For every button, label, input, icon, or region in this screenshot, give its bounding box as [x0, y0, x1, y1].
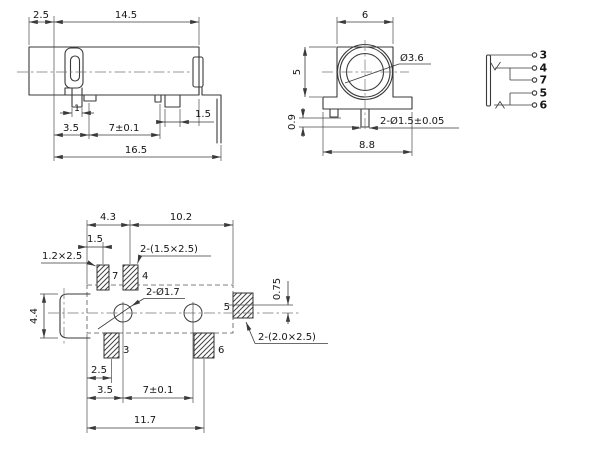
dim-label-2-5: 2.5	[91, 365, 107, 376]
pad-number-5: 5	[224, 302, 230, 313]
plug-slot-inner	[69, 55, 81, 82]
terminal-circle	[531, 77, 538, 83]
footprint-extension-lines	[40, 220, 293, 433]
pin-b-hook	[154, 94, 162, 103]
front-view: 6 5 0.9 2-Ø1.5±0.05 8.8 Ø3.6	[287, 10, 459, 156]
bracket-leg	[198, 86, 222, 144]
dim-label-16-5: 16.5	[125, 145, 147, 156]
pad-3	[103, 332, 120, 359]
pin-label-6: 6	[540, 99, 548, 112]
body-notch	[64, 87, 73, 96]
pin-a-bracket	[83, 94, 97, 102]
switch-contact-icon	[490, 61, 501, 71]
footprint-callouts: 1.2×2.5 2-(1.5×2.5) 2-Ø1.7 2-(2.0×2.5) 7…	[41, 244, 328, 356]
dim-label-11-7: 11.7	[134, 415, 156, 426]
dim-label-pins: 2-Ø1.5±0.05	[380, 115, 444, 127]
dim-label-4-3: 4.3	[100, 212, 116, 223]
plug-slot-outer	[64, 47, 84, 89]
dim-label-3-5: 3.5	[63, 123, 79, 134]
dim-label-5: 5	[292, 69, 303, 75]
pad-6	[193, 332, 215, 359]
dim-label-6: 6	[362, 10, 368, 21]
pin-label-3: 3	[540, 49, 548, 62]
side-dimensions: 2.5 14.5 1 3.5 7±0.1 1.5 16.5	[28, 10, 221, 160]
dim-label-7-01: 7±0.1	[143, 385, 174, 396]
schematic-terminals: 3 4 7 5 6	[531, 49, 548, 112]
pad-4	[122, 264, 139, 291]
dim-label-10-2: 10.2	[170, 212, 192, 223]
barrel-outline	[59, 293, 91, 339]
terminal-circle	[531, 102, 538, 108]
pin-label-5: 5	[540, 87, 548, 100]
pad-number-3: 3	[123, 345, 129, 356]
pad-5	[232, 292, 254, 319]
side-view: 2.5 14.5 1 3.5 7±0.1 1.5 16.5	[17, 10, 222, 161]
dim-label-1: 1	[74, 104, 80, 114]
dim-label-1-5: 1.5	[195, 109, 211, 120]
dim-label-0-75: 0.75	[272, 278, 283, 300]
terminal-circle	[531, 90, 538, 96]
connector-body-outline	[28, 46, 200, 96]
pin-label-7: 7	[540, 74, 548, 87]
pad-7	[96, 264, 110, 291]
callout-holes: 2-Ø1.7	[146, 286, 180, 298]
pin-schematic: 3 4 7 5 6	[485, 49, 548, 112]
dim-label-bore: Ø3.6	[400, 52, 424, 64]
schematic-wires	[490, 54, 532, 109]
front-base	[322, 96, 413, 110]
pcb-footprint-view: 4.3 10.2 1.5 4.4 0.75 2.5 3.5 7±0.1 11.7…	[29, 212, 328, 433]
dim-label-8-8: 8.8	[359, 140, 375, 151]
callout-pads-5-6-size: 2-(2.0×2.5)	[258, 332, 316, 343]
pin-a	[71, 87, 83, 108]
pad-number-6: 6	[218, 345, 224, 356]
pad-number-4: 4	[142, 271, 148, 282]
front-extension-lines	[299, 17, 413, 156]
pin-label-4: 4	[540, 62, 548, 75]
dim-label-7-01: 7±0.1	[109, 123, 140, 134]
front-foot	[329, 108, 339, 118]
side-extension-lines	[28, 16, 222, 161]
terminal-circle	[531, 52, 538, 58]
side-view-outline	[28, 46, 222, 144]
body-outline-dashed	[86, 284, 234, 334]
footprint-dimensions: 4.3 10.2 1.5 4.4 0.75 2.5 3.5 7±0.1 11.7	[29, 212, 291, 431]
pin-b	[164, 94, 181, 108]
front-dimensions: 6 5 0.9 2-Ø1.5±0.05 8.8 Ø3.6	[287, 10, 459, 155]
callout-pad7-size: 1.2×2.5	[42, 251, 82, 262]
mounting-tab	[192, 56, 204, 88]
dim-label-2-5: 2.5	[33, 10, 49, 21]
solder-pads	[96, 264, 254, 359]
pad-number-7: 7	[112, 271, 118, 282]
switch-contact-icon	[495, 100, 505, 109]
dim-label-0-9: 0.9	[287, 114, 298, 130]
callout-pads-4-3-size: 2-(1.5×2.5)	[140, 244, 198, 255]
terminal-circle	[531, 65, 538, 71]
dim-label-3-5: 3.5	[97, 385, 113, 396]
dim-label-14-5: 14.5	[115, 10, 137, 21]
front-view-outline	[322, 43, 413, 128]
plug-bar-symbol	[485, 54, 492, 107]
dim-label-4-4: 4.4	[29, 308, 40, 324]
dim-label-1-5: 1.5	[87, 234, 103, 245]
